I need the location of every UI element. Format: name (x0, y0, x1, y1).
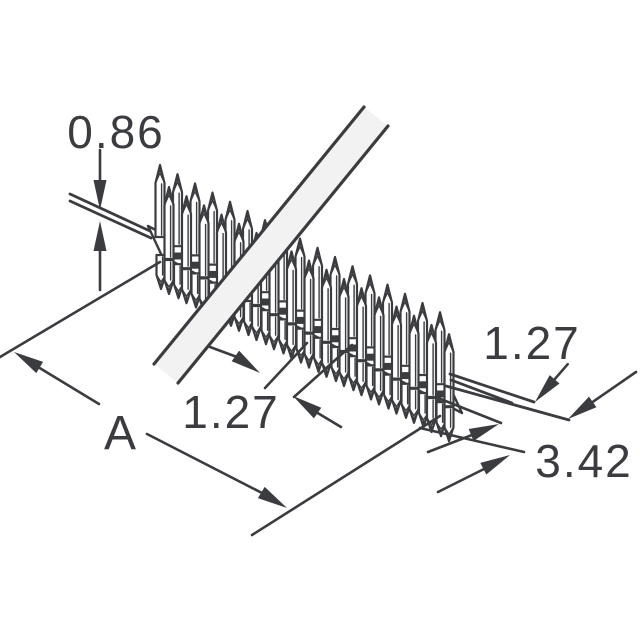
pin-tail-front (338, 350, 350, 388)
pin-front (198, 204, 210, 279)
pin-front (180, 195, 193, 270)
right-tab (444, 372, 571, 422)
left-tab (68, 192, 153, 240)
pin-tail-front (425, 396, 438, 434)
pin-back (154, 163, 166, 239)
pin-tail-front (285, 323, 298, 360)
pin-front (425, 323, 438, 399)
pin-front (373, 296, 385, 371)
pin-front (163, 185, 175, 261)
dim-label-pitch: 1.27 (182, 386, 280, 438)
pin-front (303, 259, 315, 334)
pin-tail-front (163, 258, 175, 296)
break-band (152, 105, 390, 385)
pin-tail-front (355, 360, 368, 397)
pin-front (408, 314, 420, 389)
dimension-overall-length: A (0, 260, 442, 537)
dim-label-row-spacing: 1.27 (483, 317, 581, 369)
pin-front (443, 333, 455, 408)
pin-tail-front (390, 378, 403, 415)
pin-front (320, 268, 333, 343)
pin-front (285, 250, 298, 325)
pin-front (390, 305, 403, 380)
pin-front (355, 287, 368, 362)
pin-tail-front (373, 369, 385, 406)
dimension-insulator-thickness: 0.86 (67, 106, 165, 292)
pin-tail-front (180, 268, 193, 305)
dim-label-width: 3.42 (535, 435, 633, 487)
dim-label-thickness: 0.86 (67, 106, 165, 158)
pin-tail-front (408, 387, 420, 424)
pin-tail-front (303, 332, 315, 369)
dimension-row-spacing: 1.27 (483, 317, 638, 419)
pin-tail-front (268, 314, 280, 351)
dimension-body-width: 3.42 (418, 396, 633, 494)
dimension-pin-pitch: 1.27 (182, 341, 354, 438)
pin-front (338, 277, 350, 353)
dim-label-length: A (104, 407, 136, 460)
pin-tail-front (250, 304, 263, 342)
